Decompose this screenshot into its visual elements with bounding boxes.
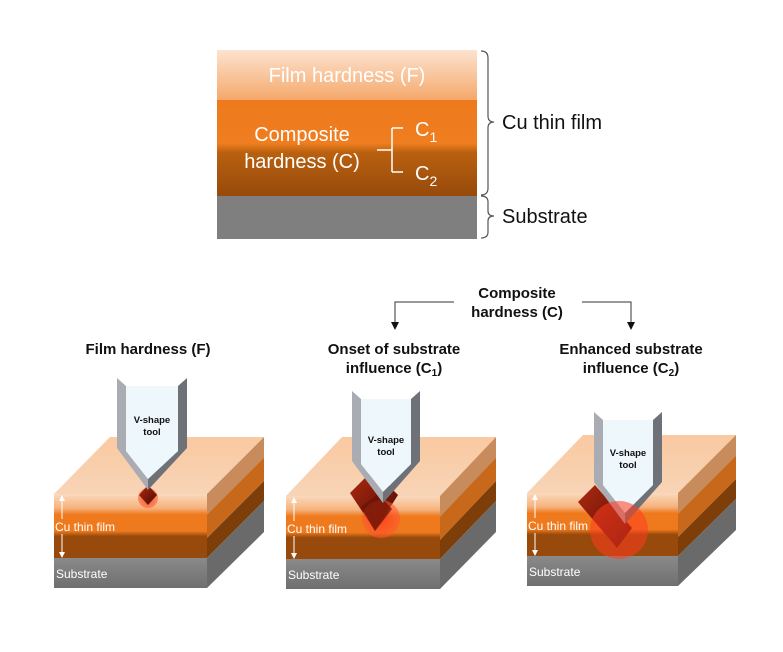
block-right-face-brown <box>678 479 736 556</box>
panel-enhanced-substrate-influence: V-shape tool Cu thin film Substrate <box>527 412 736 586</box>
composite-header: Composite hardness (C) <box>391 285 635 330</box>
arrow-down-icon <box>532 550 538 556</box>
stress-halo <box>590 501 648 559</box>
arrow-up-icon <box>291 497 297 503</box>
tool-label-line1: V-shape <box>134 415 170 426</box>
block-right-face-substrate <box>440 501 496 589</box>
arrow-down-icon <box>59 552 65 558</box>
block-right-face-orange <box>207 458 264 538</box>
film-label: Cu thin film <box>287 522 347 536</box>
composite-label-line2: hardness (C) <box>244 151 360 173</box>
block-front-substrate <box>527 556 678 586</box>
cu-thin-film-label: Cu thin film <box>502 112 602 134</box>
panel-film-hardness: V-shape tool Cu thin film Substrate <box>54 378 264 588</box>
block-front-substrate <box>286 559 440 589</box>
block-right-face-substrate <box>678 499 736 586</box>
panel1-title: Film hardness (F) <box>85 341 210 358</box>
c2-label: C2 <box>415 163 437 189</box>
c1-label: C1 <box>415 119 437 145</box>
c1-c2-bracket <box>377 127 403 173</box>
tool-label-line2: tool <box>619 460 636 471</box>
arrow-up-icon <box>59 495 65 501</box>
tool-label-line2: tool <box>377 447 394 458</box>
arrow-up-icon <box>532 494 538 500</box>
block-front-film <box>54 494 207 558</box>
substrate-label: Substrate <box>288 568 340 582</box>
panel2-title-line1: Onset of substrate <box>328 341 461 358</box>
substrate-brace-icon <box>480 195 495 239</box>
panel-onset-substrate-influence: V-shape tool Cu thin film Substrate <box>286 391 496 589</box>
composite-header-line2: hardness (C) <box>471 304 563 321</box>
arrow-head-c2-icon <box>627 322 635 330</box>
composite-header-line1: Composite <box>478 285 556 302</box>
v-shape-tool: V-shape tool <box>117 378 187 490</box>
block-right-face-brown <box>207 481 264 558</box>
film-label: Cu thin film <box>55 520 115 534</box>
tool-label-line1: V-shape <box>368 435 404 446</box>
panel3-title-line2: influence (C2) <box>583 360 679 379</box>
film-hardness-layer <box>217 50 477 100</box>
block-front-substrate <box>54 558 207 588</box>
film-hardness-label: Film hardness (F) <box>269 65 426 87</box>
block-right-face-substrate <box>207 501 264 588</box>
v-shape-tool: V-shape tool <box>352 391 420 503</box>
substrate-label: Substrate <box>529 565 581 579</box>
film-label: Cu thin film <box>528 519 588 533</box>
substrate-label: Substrate <box>56 567 108 581</box>
substrate-layer <box>217 196 477 239</box>
composite-hardness-layer <box>217 100 477 196</box>
arrow-head-c1-icon <box>391 322 399 330</box>
panel2-title-line2: influence (C1) <box>346 360 442 379</box>
film-brace-icon <box>480 50 495 196</box>
tool-label-line1: V-shape <box>610 448 646 459</box>
block-right-face-orange <box>678 456 736 537</box>
substrate-label: Substrate <box>502 206 588 228</box>
top-layer-schematic: Film hardness (F) Composite hardness (C)… <box>217 50 602 239</box>
tool-label-line2: tool <box>143 427 160 438</box>
arrow-to-c2 <box>582 301 632 323</box>
block-right-face-orange <box>440 458 496 540</box>
composite-label-line1: Composite <box>254 124 350 146</box>
panel3-title-line1: Enhanced substrate <box>559 341 702 358</box>
arrow-down-icon <box>291 553 297 559</box>
indent-tip <box>361 494 392 531</box>
indent-mark <box>139 485 157 505</box>
arrow-to-c1 <box>394 301 454 323</box>
block-right-face-brown <box>440 481 496 559</box>
